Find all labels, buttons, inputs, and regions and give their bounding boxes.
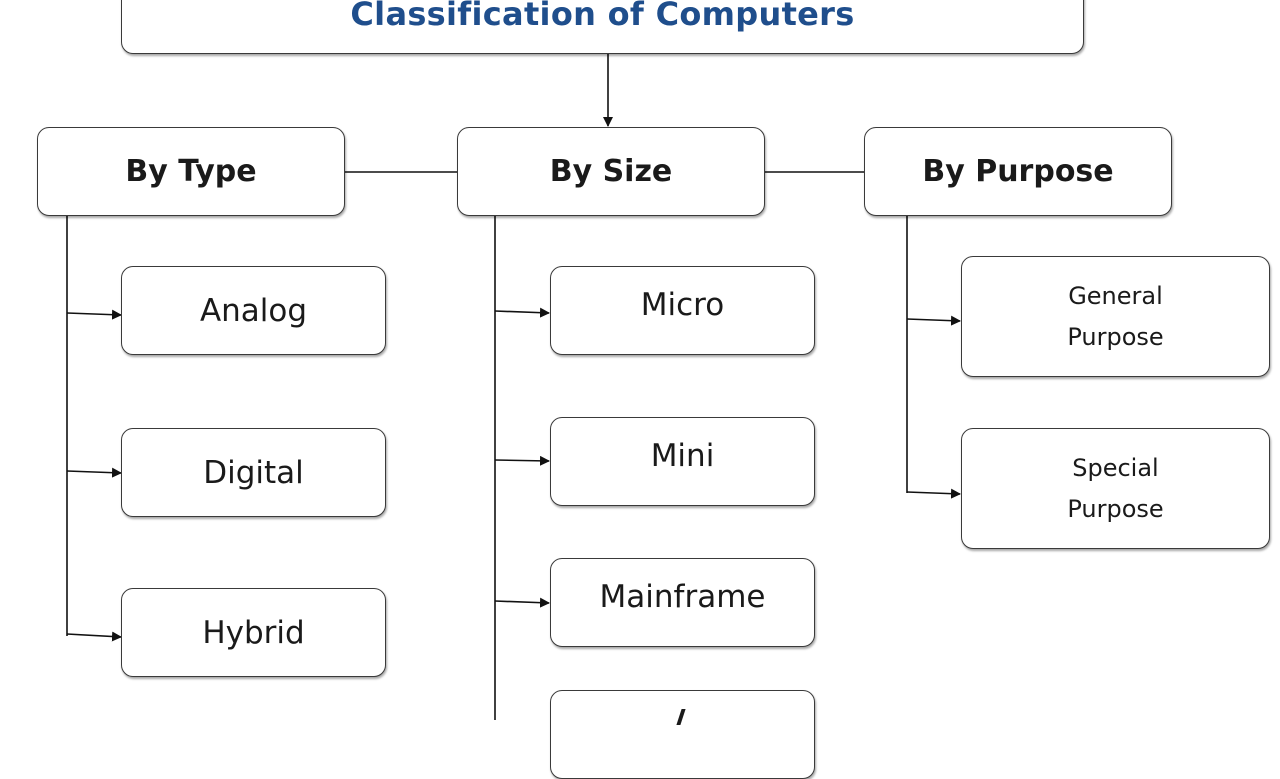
type-item-analog-label: Analog [199,292,308,329]
purpose-item-general-label: General Purpose [1067,281,1164,351]
size-item-partial-glyph [676,709,696,725]
type-to-digital-arrow [66,467,122,478]
type-to-analog-arrow [66,309,122,320]
size-to-micro-arrow [494,307,550,318]
title-box: Classification of Computers [121,0,1084,54]
category-by-size-label: By Size [549,154,673,189]
size-item-mainframe-label: Mainframe [599,578,766,615]
size-item-mini: Mini [550,417,815,506]
size-to-mini-arrow [494,455,550,466]
type-to-hybrid-arrow [66,631,122,642]
category-by-type-label: By Type [125,154,257,189]
category-by-purpose-label: By Purpose [922,154,1114,189]
type-item-analog: Analog [121,266,386,355]
category-by-size: By Size [457,127,765,216]
size-to-mainframe-arrow [494,597,550,608]
size-item-partial [550,690,815,779]
type-item-digital-label: Digital [203,454,304,491]
type-item-hybrid-label: Hybrid [202,614,305,651]
size-item-micro: Micro [550,266,815,355]
purpose-to-special-arrow [906,488,961,499]
connector-lines [66,54,961,720]
diagram-title: Classification of Computers [350,0,855,33]
purpose-to-general-arrow [906,315,961,326]
type-item-digital: Digital [121,428,386,517]
size-item-micro-label: Micro [640,286,725,323]
type-item-hybrid: Hybrid [121,588,386,677]
category-by-type: By Type [37,127,345,216]
category-by-purpose: By Purpose [864,127,1172,216]
size-item-mainframe: Mainframe [550,558,815,647]
purpose-item-special-label: Special Purpose [1067,453,1164,523]
purpose-item-general: General Purpose [961,256,1270,377]
size-item-mini-label: Mini [650,437,715,474]
purpose-item-special: Special Purpose [961,428,1270,549]
